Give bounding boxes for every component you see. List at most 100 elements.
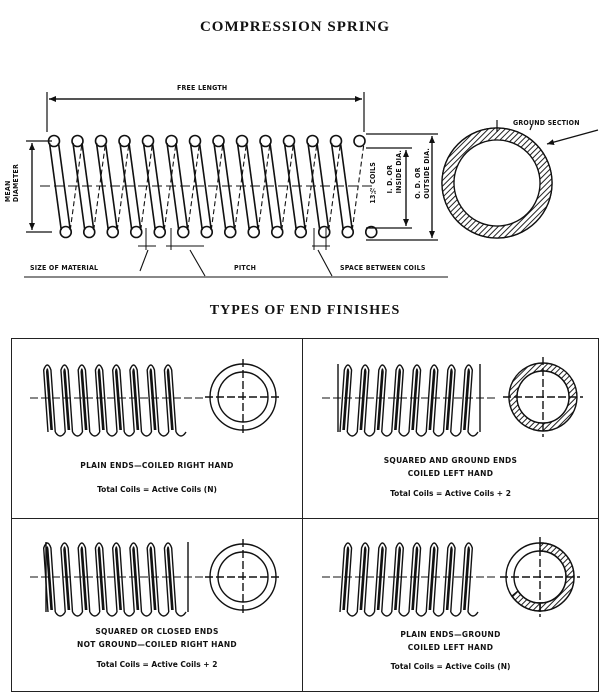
diameter-label: DIAMETER xyxy=(12,164,20,203)
coil-loop-inner xyxy=(445,368,453,431)
outside-dia-label: O. D. OR OUTSIDE DIA. xyxy=(414,148,432,199)
coil-loop xyxy=(60,364,74,433)
coil-loop-inner xyxy=(132,368,140,431)
coil-loop xyxy=(408,542,422,613)
coil-loop xyxy=(373,364,387,433)
panel-4-formula: Total Coils = Active Coils (N) xyxy=(390,662,511,671)
panel-1-spring xyxy=(30,364,204,437)
wire-section-top xyxy=(329,134,343,148)
coil-bottom-turn xyxy=(175,431,187,437)
od-line2: OUTSIDE DIA. xyxy=(423,148,431,199)
coil-bottom-turn xyxy=(346,611,358,617)
coil-loop-inner xyxy=(445,546,453,611)
coil-loop xyxy=(77,364,91,433)
coil-loop-inner xyxy=(149,546,157,611)
panel-3-caption-line1: SQUARED OR CLOSED ENDS xyxy=(95,627,219,636)
coil-bottom-turn xyxy=(106,431,118,437)
panel-3-formula: Total Coils = Active Coils + 2 xyxy=(96,660,218,669)
main-spring xyxy=(40,134,378,250)
coil-back-strand xyxy=(116,142,130,231)
coil-loop-inner xyxy=(80,368,88,431)
coil-loop-inner xyxy=(359,368,367,431)
wire-section-bottom xyxy=(200,225,214,239)
wire-section-bottom xyxy=(176,225,190,239)
panel-4-caption: PLAIN ENDS—GROUND COILED LEFT HAND xyxy=(302,628,599,654)
coil-loop-inner xyxy=(463,368,471,431)
coil-bottom-turn xyxy=(363,611,376,617)
coil-bottom-turn xyxy=(175,611,187,617)
coil-back-strand xyxy=(351,142,365,231)
coil-loop-inner xyxy=(80,546,88,611)
coil-bottom-turn xyxy=(89,611,101,617)
coil-bottom-turn xyxy=(381,431,393,437)
coil-loop-inner xyxy=(132,546,140,611)
wire-section-bottom xyxy=(317,225,331,239)
wire-section-top xyxy=(118,134,131,148)
wire-section-bottom xyxy=(59,225,73,239)
panel-4-caption-line2: COILED LEFT HAND xyxy=(407,643,494,652)
coil-loop xyxy=(391,364,405,433)
coil-loop-inner xyxy=(166,546,174,611)
coil-loop xyxy=(373,542,387,613)
coil-loop xyxy=(356,542,370,613)
coil-loop xyxy=(146,364,160,433)
coil-loop xyxy=(111,364,125,433)
panel-4-caption-line1: PLAIN ENDS—GROUND xyxy=(400,630,501,639)
pitch-label: PITCH xyxy=(234,264,257,272)
wire-section-bottom xyxy=(129,225,143,239)
end-finish-panel-4 xyxy=(302,518,599,692)
coil-front-strand xyxy=(72,142,86,231)
coil-bottom-turn xyxy=(71,611,84,617)
coil-loop-inner xyxy=(97,368,105,431)
panel-2-end-view xyxy=(503,357,583,437)
coil-loop xyxy=(425,364,439,433)
coil-bottom-turn xyxy=(89,431,101,437)
wire-section-top xyxy=(259,134,272,148)
wire-section-bottom xyxy=(341,225,355,239)
wire-section-top xyxy=(306,134,319,148)
panel-2-caption-line2: COILED LEFT HAND xyxy=(407,469,494,478)
coil-loop xyxy=(77,542,91,613)
wire-section-bottom xyxy=(294,225,308,239)
ground-section-label: GROUND SECTION xyxy=(513,119,580,127)
panel-4-spring xyxy=(322,542,496,617)
inside-dia-label: I. D. OR INSIDE DIA. xyxy=(386,150,404,193)
coil-loop-inner xyxy=(376,368,384,431)
wire-section-top xyxy=(282,134,296,148)
coil-loop xyxy=(94,364,108,433)
coil-bottom-turn xyxy=(467,431,479,437)
coil-loop xyxy=(129,364,143,433)
coil-bottom-turn xyxy=(432,611,445,617)
coil-bottom-turn xyxy=(467,611,479,617)
panel-3-end-view xyxy=(205,539,281,615)
section-title: TYPES OF END FINISHES xyxy=(209,303,401,318)
coil-loop-inner xyxy=(394,368,402,431)
coil-bottom-turn xyxy=(106,611,118,617)
id-line2: INSIDE DIA. xyxy=(395,150,403,194)
page-title: COMPRESSION SPRING xyxy=(199,19,391,35)
coil-loop-inner xyxy=(428,546,436,611)
panel-1-caption: PLAIN ENDS—COILED RIGHT HAND xyxy=(11,461,303,470)
coil-back-strand xyxy=(187,142,201,231)
coil-bottom-turn xyxy=(363,431,376,437)
coil-bottom-turn xyxy=(71,431,84,437)
mean-diameter-label: MEAN DIAMETER xyxy=(4,164,20,202)
coil-loop-inner xyxy=(411,546,419,611)
coil-bottom-turn xyxy=(450,611,462,617)
coil-loop-inner xyxy=(342,546,350,611)
coil-loop-inner xyxy=(114,368,122,431)
panel-1-caption-line1: PLAIN ENDS—COILED RIGHT HAND xyxy=(80,461,234,470)
coil-bottom-turn xyxy=(381,611,393,617)
wire-section-bottom xyxy=(270,225,284,239)
diameter-dimensions xyxy=(366,133,438,241)
coil-bottom-turn xyxy=(432,431,445,437)
coil-front-strand xyxy=(213,142,227,231)
coil-loop xyxy=(111,542,125,613)
coil-loop-inner xyxy=(428,368,436,431)
coil-bottom-turn xyxy=(123,611,135,617)
coil-loop xyxy=(42,542,56,613)
coil-loop xyxy=(42,364,56,433)
panel-3-caption-line2: NOT GROUND—COILED RIGHT HAND xyxy=(77,640,237,649)
panel-1-formula: Total Coils = Active Coils (N) xyxy=(97,485,217,494)
coil-bottom-turn xyxy=(158,431,170,437)
